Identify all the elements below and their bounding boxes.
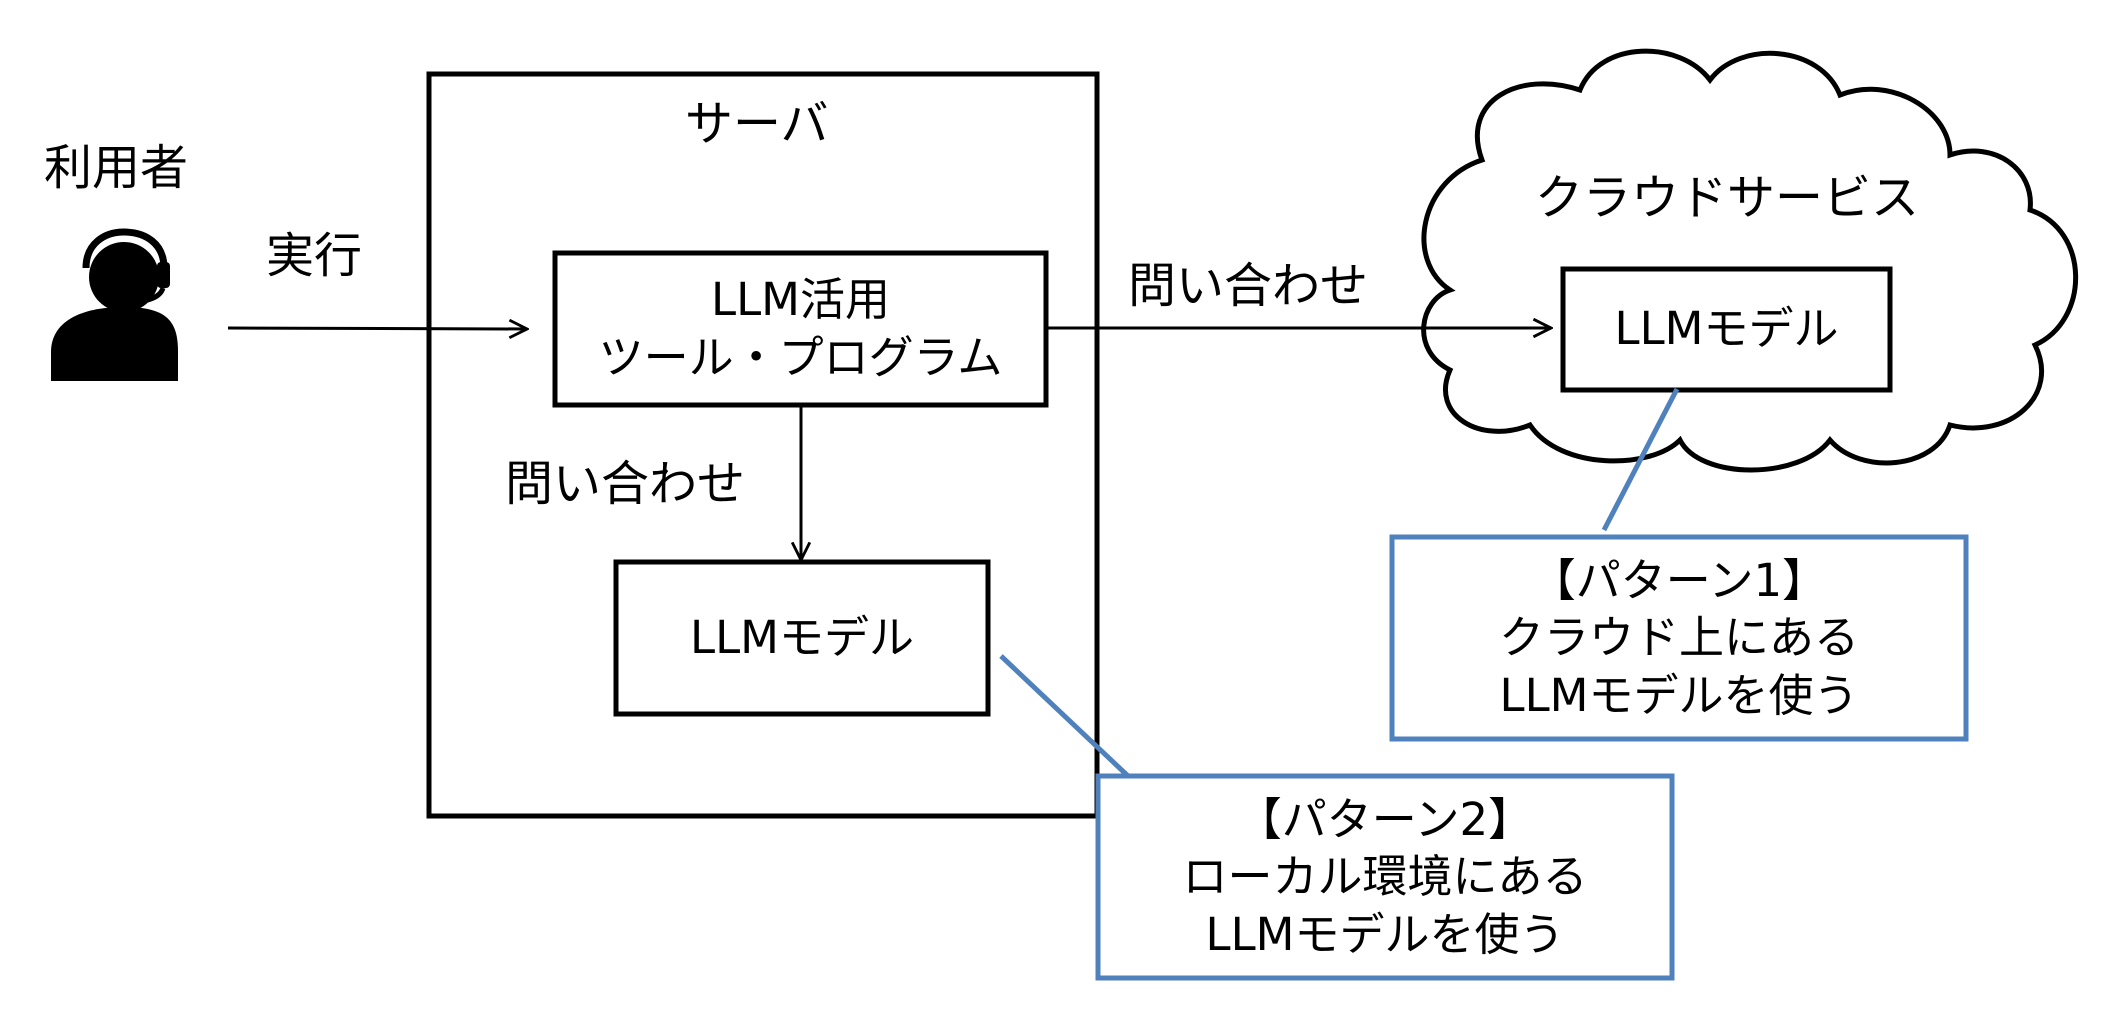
cloud-service-label: クラウドサービス (1535, 170, 1920, 226)
server-label: サーバ (685, 96, 829, 152)
pattern2-line2: LLMモデルを使う (1205, 907, 1565, 961)
pattern1-text: 【パターン1】 クラウド上にある LLMモデルを使う (1392, 537, 1966, 739)
query-cloud-label: 問い合わせ (1128, 258, 1369, 314)
user-label: 利用者 (44, 140, 189, 196)
llm-tool-label: LLM活用 ツール・プログラム (555, 253, 1046, 405)
server-frame (426, 71, 1100, 819)
pattern1-line2: LLMモデルを使う (1499, 668, 1859, 722)
pattern2-connector (999, 654, 1130, 778)
llm-tool-label-line2: ツール・プログラム (598, 331, 1003, 384)
cloud-llm-model-box (1560, 266, 1893, 393)
execute-arrow (227, 328, 527, 329)
pattern2-callout-box (1095, 773, 1675, 981)
pattern1-callout-box (1389, 534, 1969, 742)
pattern2-text: 【パターン2】 ローカル環境にある LLMモデルを使う (1098, 776, 1672, 978)
operator-headset-icon (51, 228, 178, 381)
execute-label: 実行 (266, 228, 363, 284)
pattern2-line1: ローカル環境にある (1182, 850, 1588, 904)
query-local-label: 問い合わせ (505, 456, 746, 512)
cloud-llm-model-text: LLMモデル (1614, 302, 1839, 356)
pattern1-connector (1601, 387, 1680, 532)
cloud-shape (1421, 48, 2079, 473)
llm-tool-label-line1: LLM活用 (711, 272, 890, 326)
pattern1-title: 【パターン1】 (1530, 553, 1828, 607)
local-llm-model-text: LLMモデル (690, 610, 914, 664)
pattern1-line1: クラウド上にある (1498, 611, 1859, 665)
llm-tool-box (552, 250, 1049, 408)
local-llm-model-label: LLMモデル (616, 562, 988, 714)
pattern2-title: 【パターン2】 (1236, 792, 1534, 846)
cloud-llm-model-label: LLMモデル (1563, 269, 1890, 390)
